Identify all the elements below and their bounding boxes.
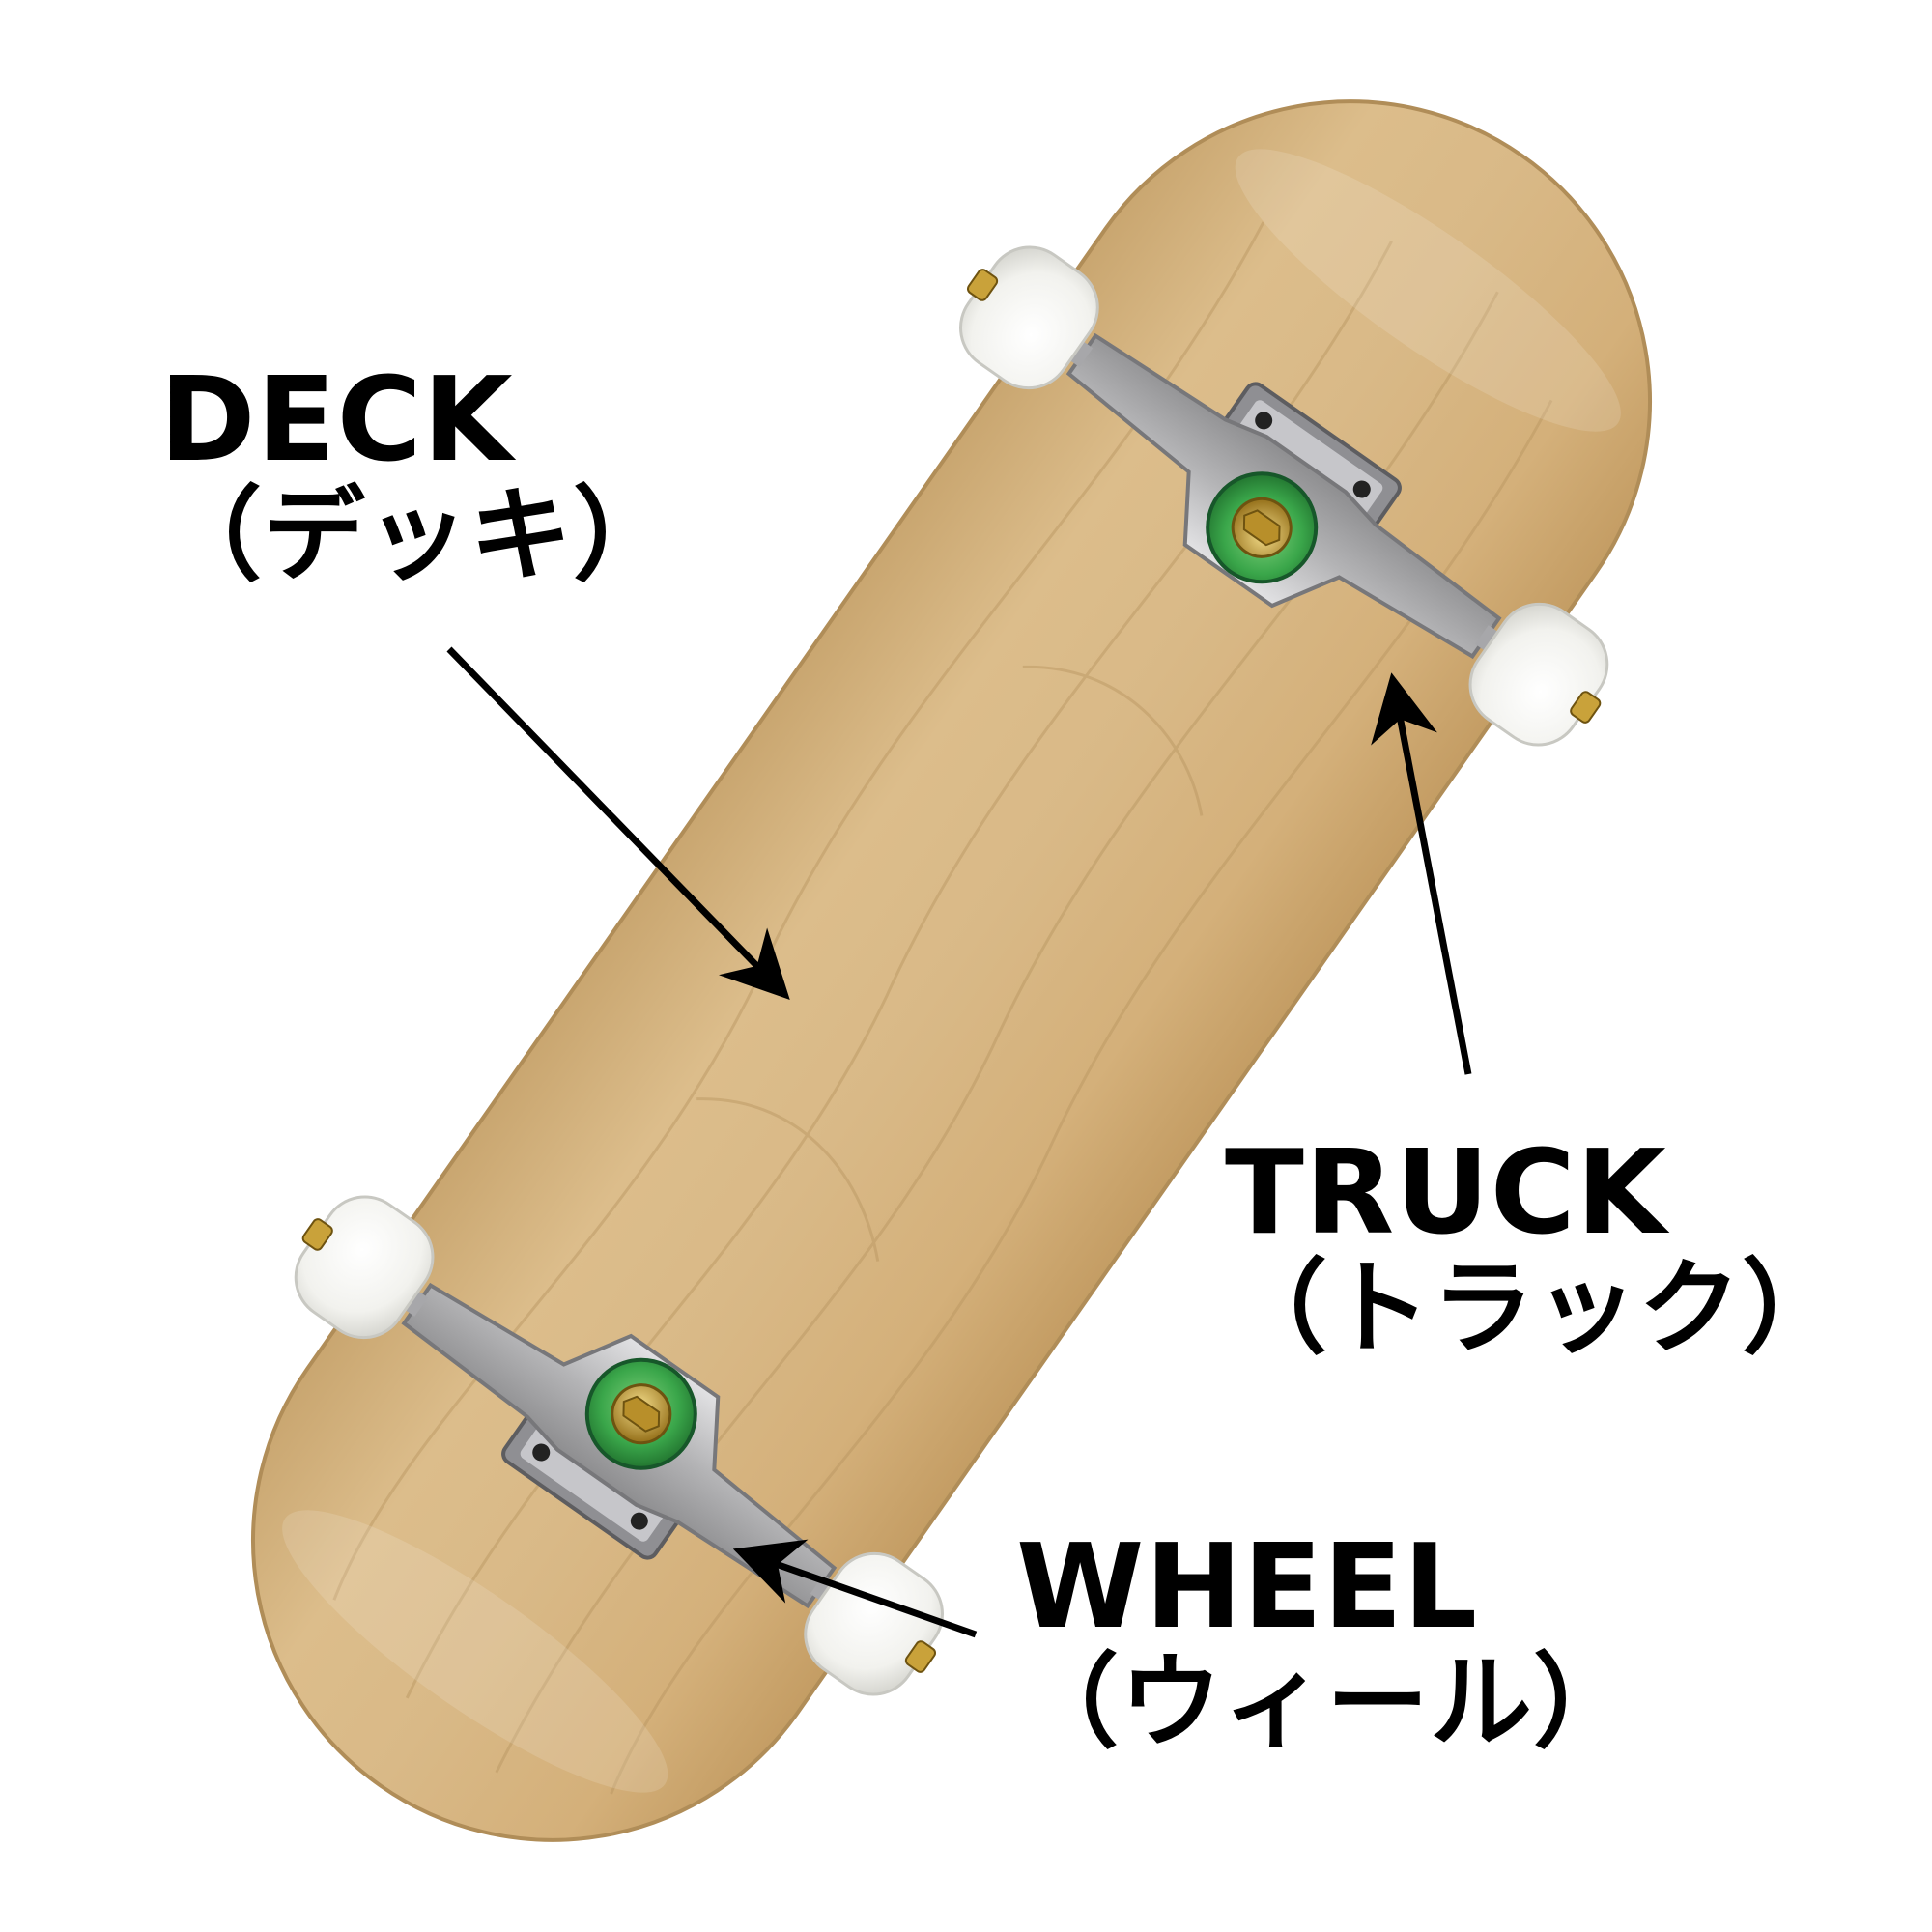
deck-label-ja: （デッキ） [159,476,676,596]
truck-label-en: TRUCK [1225,1126,1667,1261]
wheel-label-en: WHEEL [1016,1520,1479,1655]
deck-label: DECK （デッキ） [159,359,676,591]
truck-label: TRUCK （トラック） [1225,1132,1845,1364]
deck-arrow [446,646,790,1001]
wheel-label-ja: （ウィール） [1016,1643,1636,1763]
wheel-label: WHEEL （ウィール） [1016,1526,1636,1758]
truck-label-ja: （トラック） [1225,1249,1845,1369]
truck-arrow [1371,672,1472,1075]
deck-label-en: DECK [159,354,514,488]
wheel-arrow [732,1539,978,1638]
skateboard [251,99,1652,1842]
